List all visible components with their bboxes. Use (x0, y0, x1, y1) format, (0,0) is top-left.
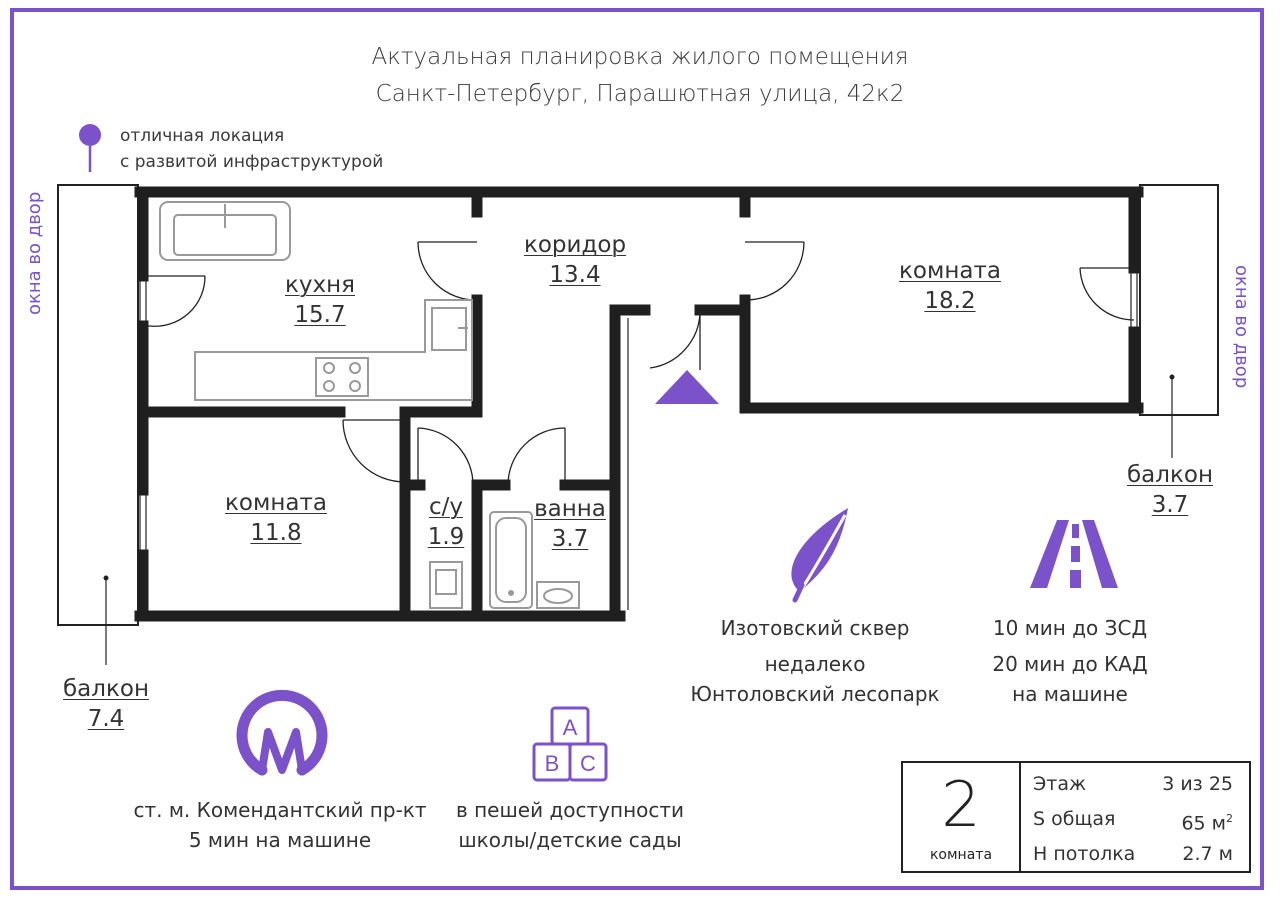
sofa-icon (159, 201, 291, 261)
room-label-balcony-left: балкон 7.4 (63, 676, 149, 732)
entrance-marker (655, 370, 719, 404)
floor-row: Этаж 3 из 25 (1033, 773, 1233, 795)
feature-school: в пешей доступности школы/детские сады (455, 798, 685, 852)
plan-address: Санкт-Петербург, Парашютная улица, 42к2 (375, 81, 905, 107)
balcony-left (57, 184, 139, 626)
windows-label-right: окна во двор (1231, 265, 1252, 389)
walls (134, 186, 1144, 622)
area-row: S общая 65 м2 (1033, 808, 1233, 835)
summary-divider (1019, 763, 1021, 871)
metro-icon (236, 689, 328, 776)
sink-icon (536, 581, 580, 609)
rooms-count: 2 (941, 768, 981, 841)
toilet-icon (429, 561, 463, 609)
bathtub-icon (489, 511, 533, 609)
map-pin-icon (79, 124, 101, 172)
room-label-room-big: комната 18.2 (899, 258, 1001, 314)
block-c-label: C (580, 751, 596, 776)
block-a-label: A (563, 715, 578, 740)
kitchen-counter (194, 299, 473, 401)
windows-label-left: окна во двор (24, 191, 45, 315)
leaf-icon (791, 508, 848, 603)
room-label-balcony-right: балкон 3.7 (1127, 462, 1213, 518)
page-frame (10, 8, 1264, 890)
room-label-room-small: комната 11.8 (225, 490, 327, 546)
road-icon (1030, 520, 1118, 588)
ceiling-row: H потолка 2.7 м (1033, 843, 1233, 865)
plan-title: Актуальная планировка жилого помещения (371, 44, 909, 70)
block-b-label: B (545, 751, 560, 776)
feature-park: Изотовский сквер недалеко Юнтоловский ле… (690, 616, 940, 706)
rooms-count-label: комната (929, 847, 993, 863)
feature-road: 10 мин до ЗСД 20 мин до КАД на машине (992, 616, 1148, 706)
balcony-right (1139, 184, 1219, 416)
room-label-corridor: коридор 13.4 (523, 232, 627, 288)
feature-metro: ст. м. Комендантский пр-кт 5 мин на маши… (133, 798, 427, 852)
room-label-kitchen: кухня 15.7 (285, 272, 355, 328)
summary-card: 2 комната Этаж 3 из 25 S общая 65 м2 H п… (901, 761, 1251, 873)
room-label-wc: с/у 1.9 (427, 494, 465, 550)
door-swings (149, 241, 1135, 486)
abc-blocks-icon (532, 706, 608, 782)
room-label-bath: ванна 3.7 (534, 496, 606, 552)
location-note: отличная локация с развитой инфраструкту… (120, 126, 384, 172)
